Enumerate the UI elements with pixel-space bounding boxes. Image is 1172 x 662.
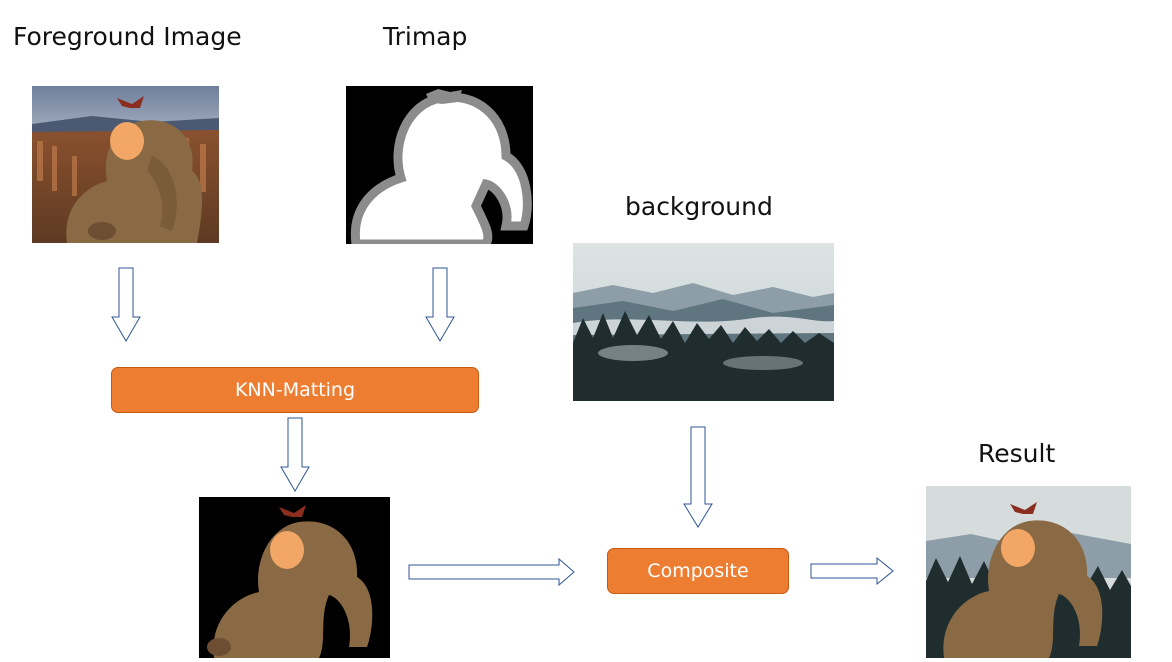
matted-foreground-image [199,497,390,658]
down-arrow-icon [280,417,310,492]
down-arrow-icon [111,267,141,342]
trimap-image [346,86,533,244]
down-arrow-icon [425,267,455,342]
composite-box: Composite [607,548,789,594]
down-arrow-icon [683,426,713,528]
background-image [573,243,834,401]
right-arrow-icon [408,557,576,587]
background-label: background [625,192,773,221]
trimap-label: Trimap [383,22,468,51]
result-label: Result [978,439,1056,468]
knn-matting-box: KNN-Matting [111,367,479,413]
right-arrow-icon [810,556,895,586]
foreground-image [32,86,219,243]
result-image [926,486,1131,658]
foreground-image-label: Foreground Image [13,22,242,51]
